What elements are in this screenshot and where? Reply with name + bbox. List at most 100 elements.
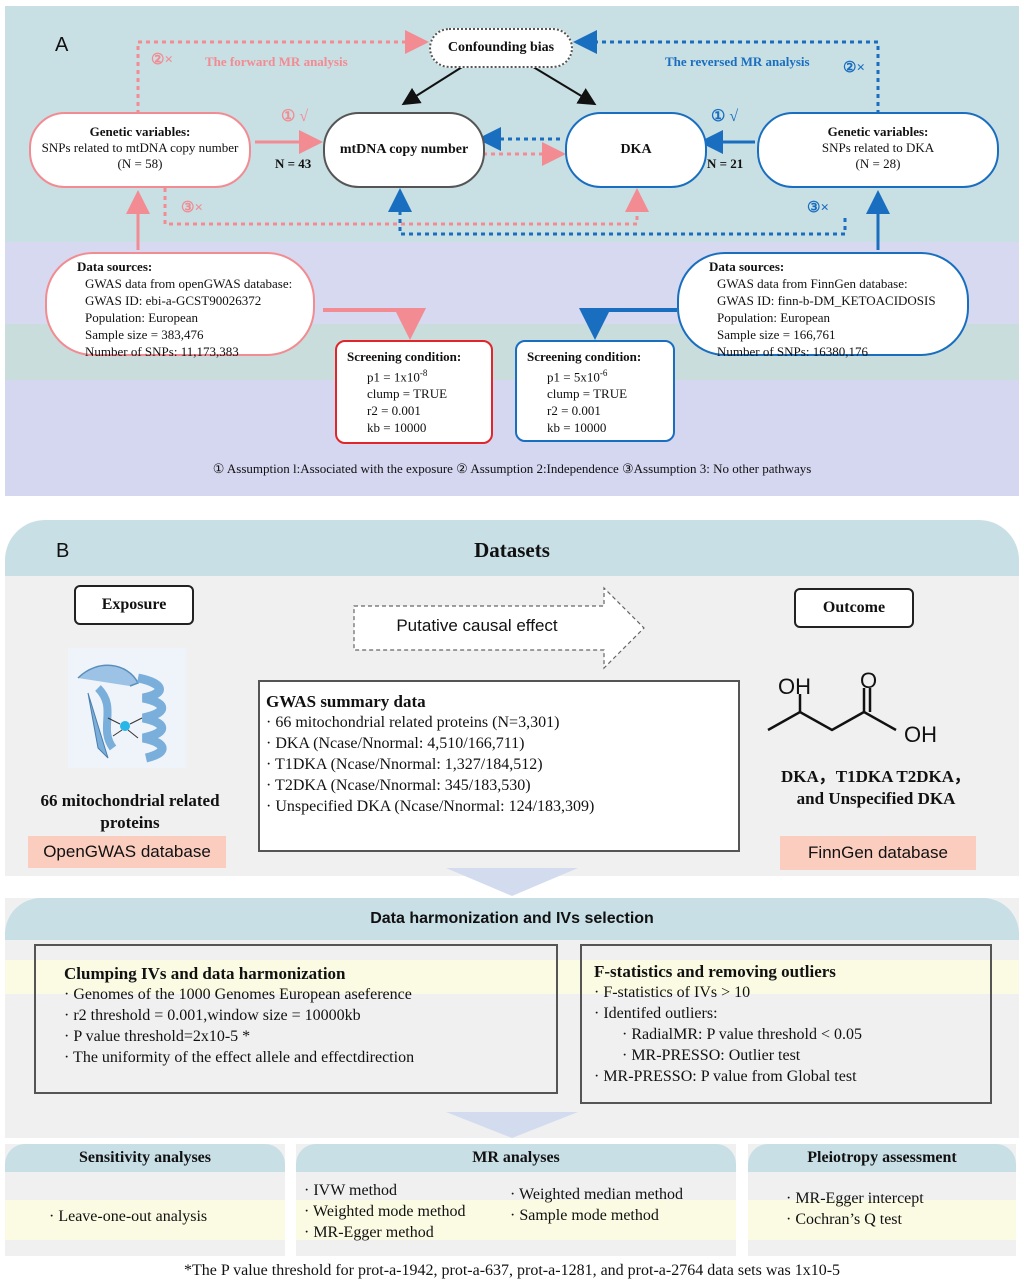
clumping-item: · Genomes of the 1000 Genomes European a… <box>64 986 412 1003</box>
right-ds-line: Sample size = 166,761 <box>717 327 836 342</box>
exposure-label: Exposure <box>74 585 194 625</box>
screening-right-line: r2 = 0.001 <box>547 403 601 419</box>
gwas-summary-box: GWAS summary data · 66 mitochondrial rel… <box>258 680 740 852</box>
n21-label: N = 21 <box>707 156 744 171</box>
mr-item: · MR-Egger method <box>304 1224 434 1241</box>
right-gv-line1: SNPs related to DKA <box>821 140 935 155</box>
right-genetic-variables-node: Genetic variables: SNPs related to DKA (… <box>757 112 999 188</box>
left-data-sources: Data sources: GWAS data from openGWAS da… <box>45 252 315 359</box>
forward-mr-label: The forward MR analysis <box>205 54 348 69</box>
mark-left-2: ②× <box>151 52 173 68</box>
screening-right-line: kb = 10000 <box>547 420 607 436</box>
gwas-item: · T1DKA (Ncase/Nnormal: 1,327/184,512) <box>266 756 543 773</box>
mr-item: · Sample mode method <box>510 1207 659 1224</box>
mr-analyses-box: MR analyses · IVW method · Weighted mode… <box>296 1144 736 1256</box>
sensitivity-band <box>5 1200 285 1240</box>
left-genetic-variables-node: Genetic variables: SNPs related to mtDNA… <box>29 112 251 188</box>
left-ds-line: GWAS ID: ebi-a-GCST90026372 <box>85 293 262 308</box>
outcome-label: Outcome <box>794 588 914 628</box>
screening-left-title: Screening condition: <box>347 349 462 364</box>
screening-right-p1: p1 = 5x10 <box>547 369 600 385</box>
protein-structure-icon <box>68 648 186 768</box>
panel-b-label: B <box>56 540 70 562</box>
mr-title: MR analyses <box>296 1144 736 1172</box>
outcome-caption: DKA，T1DKA T2DKA， and Unspecified DKA <box>780 767 971 808</box>
right-ds-line: Population: European <box>717 310 831 325</box>
dka-node: DKA <box>565 112 707 188</box>
gwas-item: · T2DKA (Ncase/Nnormal: 345/183,530) <box>266 777 531 794</box>
hydroxybutyrate-molecule <box>767 688 897 732</box>
pleio-title: Pleiotropy assessment <box>748 1144 1016 1172</box>
fstat-item: · Identifed outliers: <box>594 1005 718 1022</box>
molecule-oh1: OH <box>778 674 811 699</box>
right-data-sources: Data sources: GWAS data from FinnGen dat… <box>677 252 969 359</box>
putative-label: Putative causal effect <box>396 616 558 635</box>
clumping-item: · P value threshold=2x10-5 * <box>64 1028 251 1045</box>
pleiotropy-box: Pleiotropy assessment · MR-Egger interce… <box>748 1144 1016 1256</box>
right-ds-line: Number of SNPs: 16380,176 <box>717 344 868 359</box>
mark-left-1: ① √ <box>281 108 309 125</box>
harmonization-header: Data harmonization and IVs selection <box>5 898 1019 940</box>
mr-band <box>296 1200 736 1240</box>
right-ds-line: GWAS ID: finn-b-DM_KETOACIDOSIS <box>717 293 936 308</box>
right-gv-title: Genetic variables: <box>827 124 929 139</box>
down-arrow-1 <box>446 868 578 896</box>
fstat-title: F-statistics and removing outliers <box>594 962 836 981</box>
left-ds-line: GWAS data from openGWAS database: <box>85 276 293 291</box>
screening-left-line: clump = TRUE <box>367 386 448 402</box>
gwas-title: GWAS summary data <box>266 692 426 711</box>
pleio-item: · Cochran’s Q test <box>786 1211 902 1228</box>
screening-left-p1-exp: -8 <box>419 368 428 378</box>
mr-item: · Weighted median method <box>510 1186 684 1203</box>
n43-label: N = 43 <box>275 156 312 171</box>
sensitivity-item: · Leave-one-out analysis <box>49 1208 208 1225</box>
sensitivity-box: Sensitivity analyses · Leave-one-out ana… <box>5 1144 285 1256</box>
fstat-item: · MR-PRESSO: P value from Global test <box>594 1068 857 1085</box>
right-gv-line2: (N = 28) <box>855 156 901 171</box>
sensitivity-title: Sensitivity analyses <box>5 1144 285 1172</box>
left-gv-title: Genetic variables: <box>89 124 191 139</box>
clumping-item: · The uniformity of the effect allele an… <box>64 1049 415 1066</box>
assumptions-legend: ① Assumption l:Associated with the expos… <box>212 461 812 476</box>
mr-item: · IVW method <box>304 1182 398 1199</box>
screening-right: Screening condition: p1 = 5x10-6 clump =… <box>515 340 675 442</box>
right-ds-title: Data sources: <box>709 259 785 274</box>
screening-left-p1: p1 = 1x10 <box>367 369 420 385</box>
panel-a-label: A <box>55 34 69 56</box>
fstat-box: F-statistics and removing outliers · F-s… <box>580 944 992 1104</box>
screening-left-line: kb = 10000 <box>367 420 427 436</box>
putative-arrow <box>353 586 645 670</box>
finngen-database: FinnGen database <box>780 836 976 870</box>
footnote: *The P value threshold for prot-a-1942, … <box>183 1262 841 1279</box>
down-arrow-2 <box>446 1112 578 1138</box>
screening-right-title: Screening condition: <box>527 349 642 364</box>
molecule-oh2: OH <box>904 722 937 747</box>
panel-a-arrows <box>126 30 890 340</box>
clumping-box: Clumping IVs and data harmonization · Ge… <box>34 944 558 1094</box>
clumping-title: Clumping IVs and data harmonization <box>64 964 346 983</box>
pleio-item: · MR-Egger intercept <box>786 1190 924 1207</box>
left-ds-line: Number of SNPs: 11,173,383 <box>85 344 239 359</box>
left-ds-line: Population: European <box>85 310 199 325</box>
gwas-item: · Unspecified DKA (Ncase/Nnormal: 124/18… <box>266 798 595 815</box>
mark-right-2: ②× <box>843 60 865 76</box>
clumping-item: · r2 threshold = 0.001,window size = 100… <box>64 1007 361 1024</box>
screening-right-line: clump = TRUE <box>547 386 628 402</box>
panel-a: A Confounding bias The forward MR analys… <box>5 6 1019 496</box>
molecule-o: O <box>860 668 878 693</box>
mark-left-3: ③× <box>181 200 203 216</box>
datasets-header-bg <box>5 520 1019 580</box>
harmonization-band <box>5 960 1019 994</box>
reversed-mr-label: The reversed MR analysis <box>665 54 810 69</box>
screening-left: Screening condition: p1 = 1x10-8 clump =… <box>335 340 493 444</box>
pleio-band <box>748 1200 1016 1240</box>
right-ds-line: GWAS data from FinnGen database: <box>717 276 908 291</box>
mr-item: · Weighted mode method <box>304 1203 466 1220</box>
exposure-caption: 66 mitochondrial related proteins <box>40 791 220 832</box>
datasets-title: Datasets <box>474 538 550 562</box>
mark-right-1: ① √ <box>711 108 739 125</box>
left-gv-line1: SNPs related to mtDNA copy number <box>41 140 239 155</box>
gwas-item: · 66 mitochondrial related proteins (N=3… <box>266 714 560 731</box>
left-ds-line: Sample size = 383,476 <box>85 327 204 342</box>
left-ds-title: Data sources: <box>77 259 153 274</box>
